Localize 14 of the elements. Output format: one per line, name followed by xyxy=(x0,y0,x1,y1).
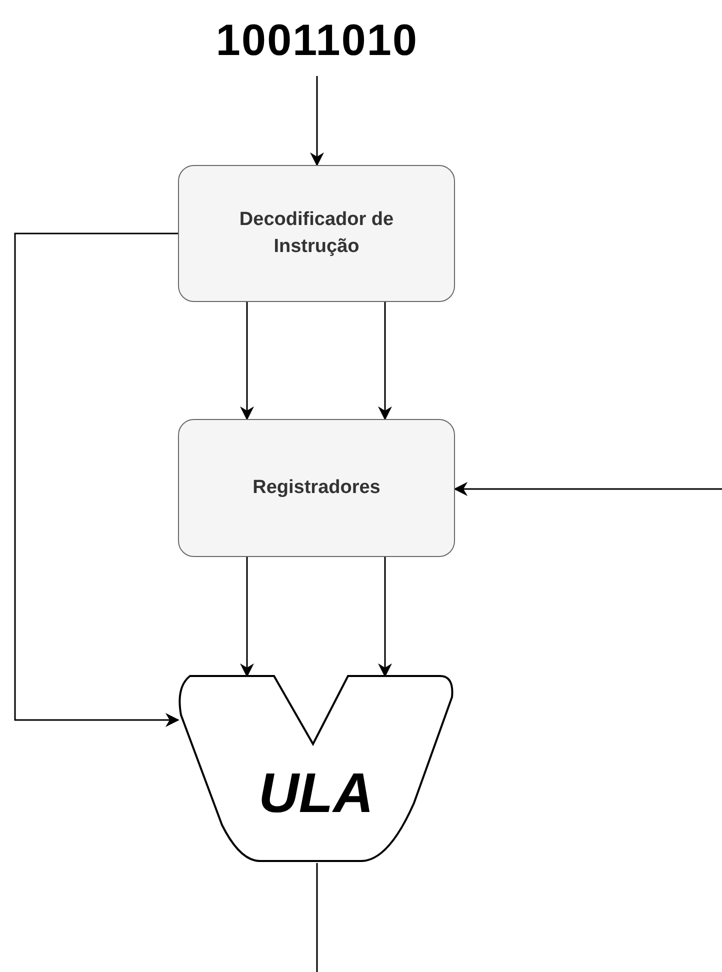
arrow xyxy=(14,232,180,727)
process-box xyxy=(178,165,455,302)
arrow xyxy=(454,482,722,496)
alu-label: ULA xyxy=(258,765,374,821)
box-label: Registradores xyxy=(252,476,380,500)
process-box xyxy=(178,419,455,557)
binary-code-text: 10011010 xyxy=(216,19,418,63)
connector-line xyxy=(316,863,318,972)
arrow xyxy=(378,557,392,678)
box-label: Decodificador de Instrução xyxy=(238,208,395,258)
arrow xyxy=(310,76,324,166)
arrow xyxy=(240,557,254,678)
arrow xyxy=(378,302,392,420)
arrow xyxy=(240,302,254,420)
